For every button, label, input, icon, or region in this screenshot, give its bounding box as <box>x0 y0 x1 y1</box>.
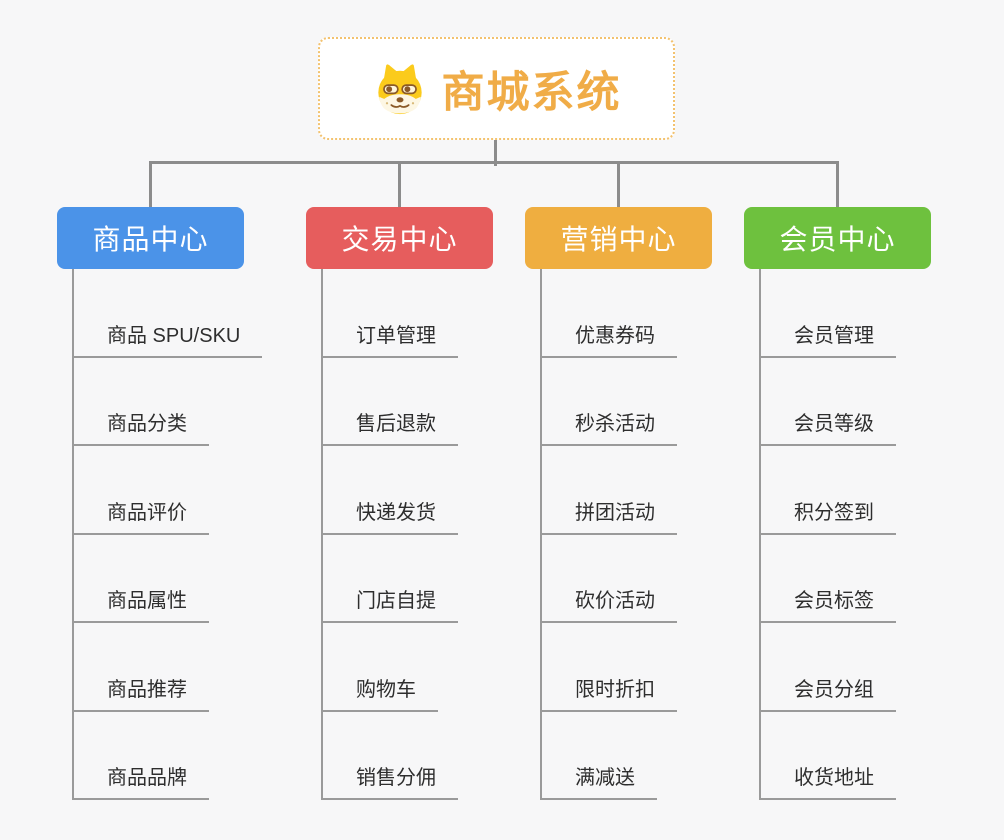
leaf-node-member-groups[interactable]: 会员分组 <box>761 673 896 712</box>
branch-label: 交易中心 <box>341 224 458 255</box>
connector-drop-marketing-center <box>617 161 620 209</box>
leaf-node-member-level[interactable]: 会员等级 <box>761 407 896 446</box>
connector-drop-trade-center <box>398 161 401 209</box>
shiba-dog-icon <box>372 63 428 115</box>
leaf-node-after-sale-refund[interactable]: 售后退款 <box>323 407 458 446</box>
connector-drop-product-center <box>149 161 152 209</box>
leaf-node-order-management[interactable]: 订单管理 <box>323 319 458 358</box>
leaf-node-points-checkin[interactable]: 积分签到 <box>761 496 896 535</box>
connector-drop-member-center <box>836 161 839 209</box>
leaf-node-express-shipping[interactable]: 快递发货 <box>323 496 458 535</box>
leaf-node-product-recommend[interactable]: 商品推荐 <box>74 673 209 712</box>
leaf-node-product-spu-sku[interactable]: 商品 SPU/SKU <box>74 319 263 358</box>
connector-horizontal-bar <box>149 161 839 164</box>
leaf-node-bargain-event[interactable]: 砍价活动 <box>542 584 677 623</box>
leaf-node-product-attr[interactable]: 商品属性 <box>74 584 209 623</box>
branch-children-trade-center: 订单管理 售后退款 快递发货 门店自提 购物车 销售分佣 <box>321 269 458 800</box>
leaf-node-store-pickup[interactable]: 门店自提 <box>323 584 458 623</box>
leaf-node-product-brand[interactable]: 商品品牌 <box>74 761 209 800</box>
leaf-node-product-category[interactable]: 商品分类 <box>74 407 209 446</box>
branch-label: 商品中心 <box>92 224 209 255</box>
leaf-node-coupon-codes[interactable]: 优惠券码 <box>542 319 677 358</box>
leaf-node-flash-sale[interactable]: 秒杀活动 <box>542 407 677 446</box>
root-node-title: 商城系统 <box>441 68 622 117</box>
root-node[interactable]: 商城系统 <box>318 37 675 140</box>
branch-label: 营销中心 <box>560 224 677 255</box>
branch-children-member-center: 会员管理 会员等级 积分签到 会员标签 会员分组 收货地址 <box>759 269 896 800</box>
leaf-node-product-review[interactable]: 商品评价 <box>74 496 209 535</box>
leaf-node-member-tags[interactable]: 会员标签 <box>761 584 896 623</box>
branch-label: 会员中心 <box>779 224 896 255</box>
branch-children-marketing-center: 优惠券码 秒杀活动 拼团活动 砍价活动 限时折扣 满减送 <box>540 269 677 800</box>
leaf-node-limited-discount[interactable]: 限时折扣 <box>542 673 677 712</box>
leaf-node-member-management[interactable]: 会员管理 <box>761 319 896 358</box>
branch-node-marketing-center[interactable]: 营销中心 <box>525 207 712 269</box>
branch-node-member-center[interactable]: 会员中心 <box>744 207 931 269</box>
leaf-node-shopping-cart[interactable]: 购物车 <box>323 673 438 712</box>
leaf-node-group-buy[interactable]: 拼团活动 <box>542 496 677 535</box>
leaf-node-spend-save[interactable]: 满减送 <box>542 761 657 800</box>
leaf-node-shipping-address[interactable]: 收货地址 <box>761 761 896 800</box>
leaf-node-sales-commission[interactable]: 销售分佣 <box>323 761 458 800</box>
connector-root-drop <box>494 139 497 166</box>
branch-children-product-center: 商品 SPU/SKU 商品分类 商品评价 商品属性 商品推荐 商品品牌 <box>72 269 263 800</box>
branch-node-product-center[interactable]: 商品中心 <box>57 207 244 269</box>
branch-node-trade-center[interactable]: 交易中心 <box>306 207 493 269</box>
